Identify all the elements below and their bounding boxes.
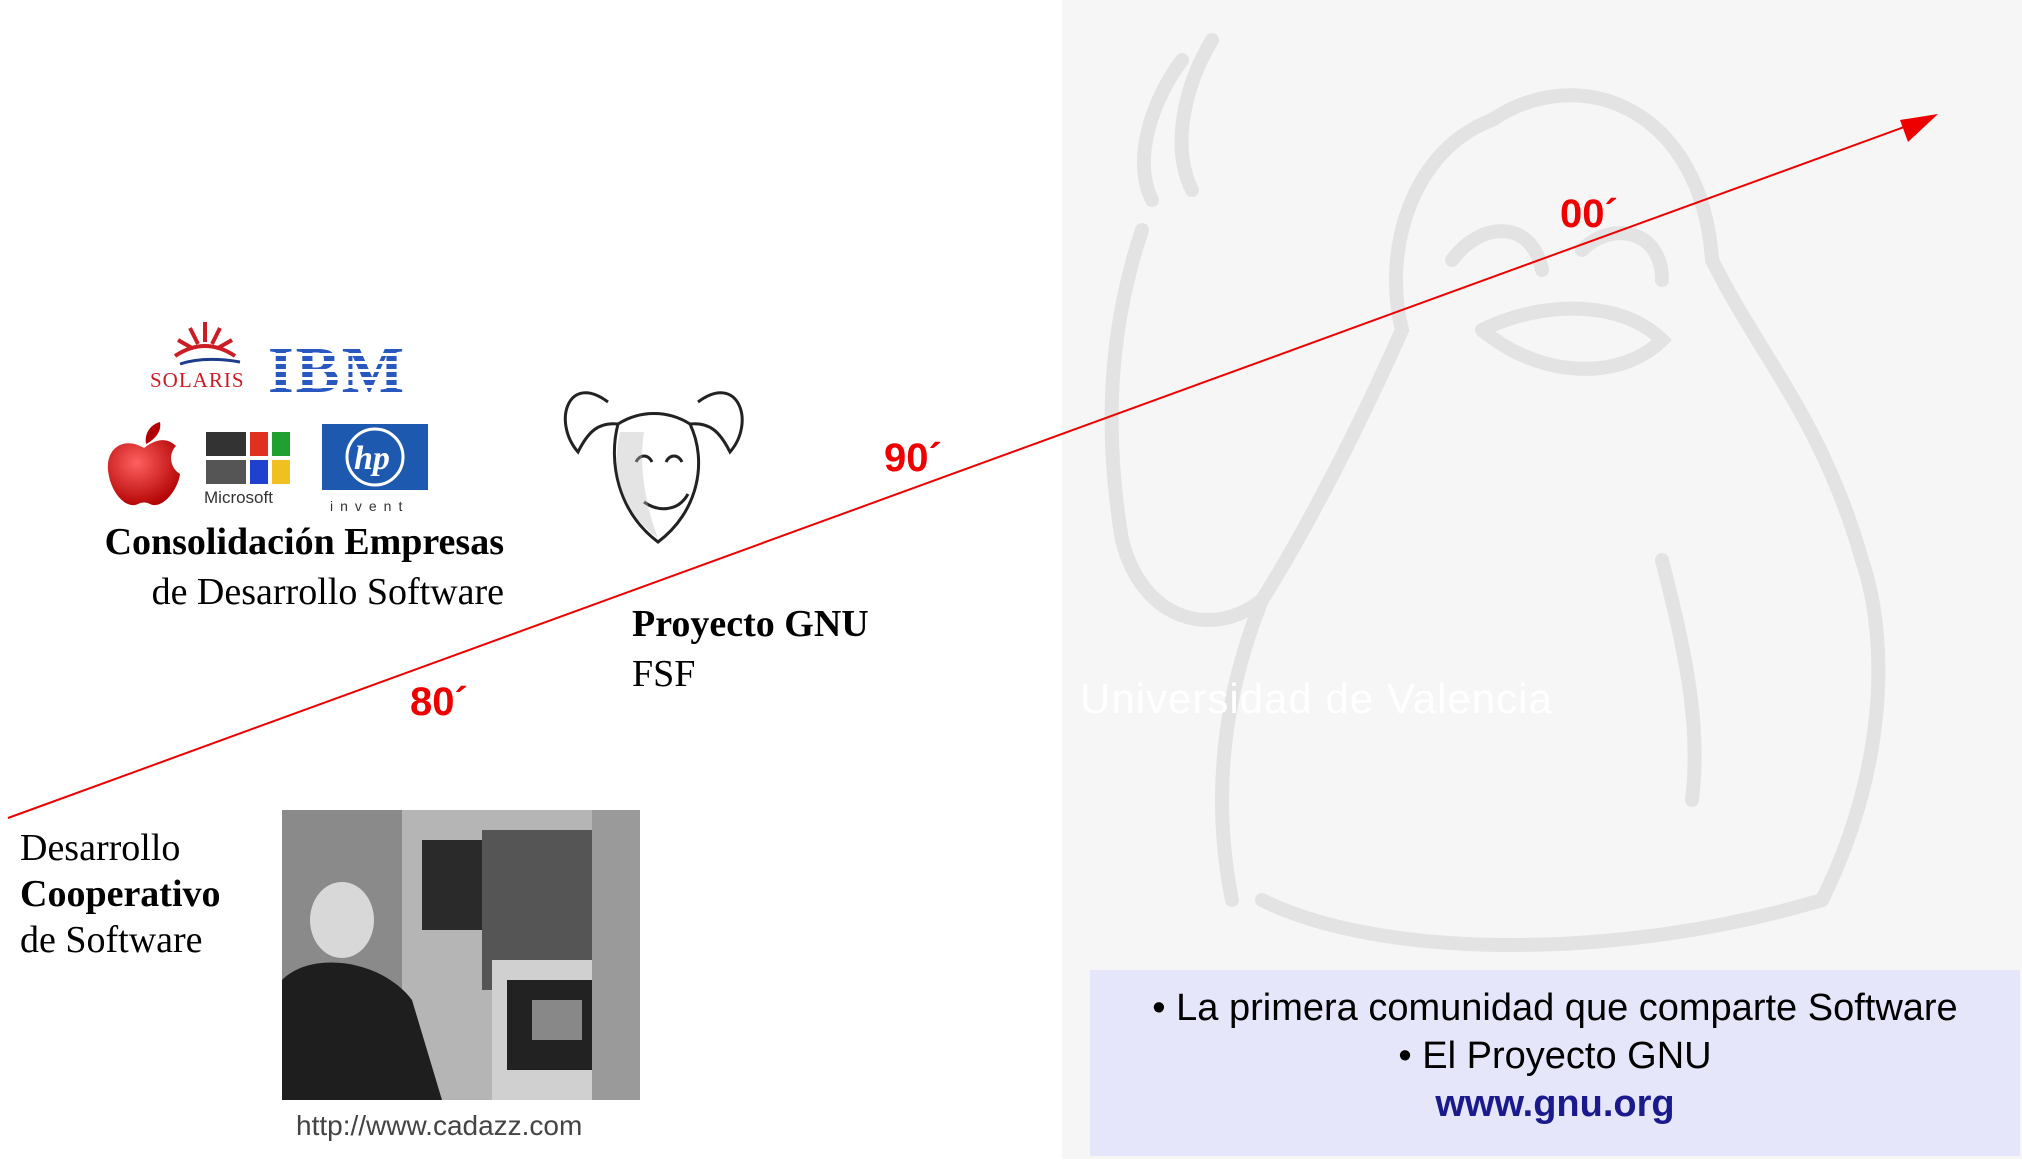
gnu-title: Proyecto GNU [632,602,869,646]
coop-line2: Cooperativo [20,872,221,916]
apple-logo [104,418,184,508]
sun-icon [150,318,260,368]
coop-line1: Desarrollo [20,826,180,870]
photo-caption: http://www.cadazz.com [296,1110,582,1142]
hp-logo: hp invent [322,424,442,516]
solaris-wordmark: SOLARIS [150,368,245,393]
decade-00s-label: 00´ [1560,192,1618,237]
svg-text:hp: hp [354,440,390,477]
historic-computer-photo [282,810,640,1100]
microsoft-logo: Microsoft [200,428,298,512]
ibm-logo: IBM [268,340,414,396]
info-box: • La primera comunidad que comparte Soft… [1090,970,2020,1156]
gnu-subtitle: FSF [632,652,695,696]
microsoft-wordmark: Microsoft [204,488,273,508]
info-line-community: • La primera comunidad que comparte Soft… [1090,984,2020,1032]
ibm-wordmark: IBM [268,340,406,396]
coop-line3: de Software [20,918,203,962]
gnu-head-logo [548,362,760,562]
info-line-gnu: • El Proyecto GNU [1090,1032,2020,1080]
companies-subtitle: de Desarrollo Software [152,570,504,614]
decade-80s-label: 80´ [410,680,468,725]
gnu-url-link[interactable]: www.gnu.org [1090,1080,2020,1128]
decade-90s-label: 90´ [884,436,942,481]
companies-title: Consolidación Empresas [105,520,504,564]
solaris-logo: SOLARIS [150,318,260,394]
hp-wordmark: invent [330,498,409,514]
